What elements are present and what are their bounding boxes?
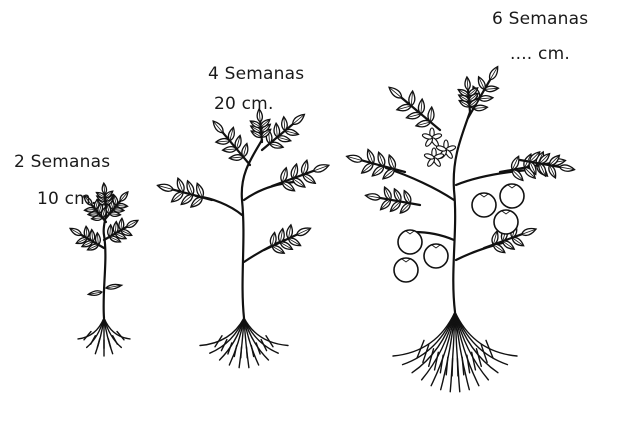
leaf <box>234 135 243 150</box>
leaf <box>277 134 292 143</box>
leaf <box>284 128 299 137</box>
leaf <box>521 226 538 237</box>
flower <box>422 128 442 147</box>
leaf <box>102 183 107 194</box>
root-strand <box>210 318 244 353</box>
root-hair <box>228 343 232 354</box>
leaf <box>346 153 364 163</box>
roots <box>78 318 130 356</box>
leaf <box>418 99 425 114</box>
leaf <box>487 65 500 81</box>
plant-2-weeks-label: 2 Semanas <box>14 152 110 172</box>
root-hair <box>113 336 118 344</box>
leaf <box>125 218 139 229</box>
plant-2-weeks-height: 10 cm. <box>37 189 97 209</box>
root-hair <box>221 340 226 351</box>
plant-4-weeks <box>154 104 334 367</box>
leaf <box>281 117 288 131</box>
leaf <box>427 107 434 122</box>
leaf <box>241 143 250 158</box>
root-hair <box>241 347 242 358</box>
compound-leaf <box>363 183 422 218</box>
compound-leaf <box>154 172 216 214</box>
stem <box>453 112 470 312</box>
root-hair <box>246 347 247 358</box>
leaf <box>291 112 307 126</box>
compound-leaf <box>64 219 109 258</box>
root-strand <box>244 318 278 353</box>
leaf <box>211 119 225 135</box>
leaf <box>273 123 280 137</box>
leaf <box>88 290 103 297</box>
compound-leaf <box>380 77 449 141</box>
compound-leaf <box>267 152 333 199</box>
leaf <box>118 190 129 202</box>
plant-4-weeks-height: 20 cm. <box>214 94 274 114</box>
root-hair <box>215 336 222 347</box>
root-hair <box>462 357 464 375</box>
leaf <box>464 77 470 91</box>
root-hair <box>452 358 453 376</box>
root-hair <box>446 357 448 375</box>
compound-leaf <box>258 216 316 261</box>
leaf <box>387 85 404 101</box>
leaf <box>227 127 236 142</box>
leaf <box>222 146 236 153</box>
leaf <box>408 91 415 106</box>
leaf <box>229 154 243 161</box>
leaf <box>365 192 381 201</box>
plant-6-weeks-label: 6 Semanas <box>492 9 588 29</box>
plant-4-weeks-label: 4 Semanas <box>208 64 304 84</box>
leaf <box>69 226 83 237</box>
root-hair <box>266 336 273 347</box>
root-hair <box>256 343 260 354</box>
leaf <box>312 162 330 174</box>
roots <box>200 318 288 368</box>
leaf <box>157 182 175 192</box>
branch <box>196 196 242 215</box>
leaf <box>269 141 284 150</box>
root-hair <box>457 358 458 376</box>
leaf <box>216 138 230 145</box>
plant-6-weeks <box>343 60 577 392</box>
roots <box>393 312 517 392</box>
leaf <box>295 226 311 238</box>
root-hair <box>261 340 266 351</box>
leaf <box>106 283 122 290</box>
compound-leaf <box>343 143 409 186</box>
stem <box>242 140 262 318</box>
leaf <box>559 164 575 173</box>
plant-6-weeks-height: .... cm. <box>510 44 570 64</box>
root-hair <box>91 336 96 344</box>
